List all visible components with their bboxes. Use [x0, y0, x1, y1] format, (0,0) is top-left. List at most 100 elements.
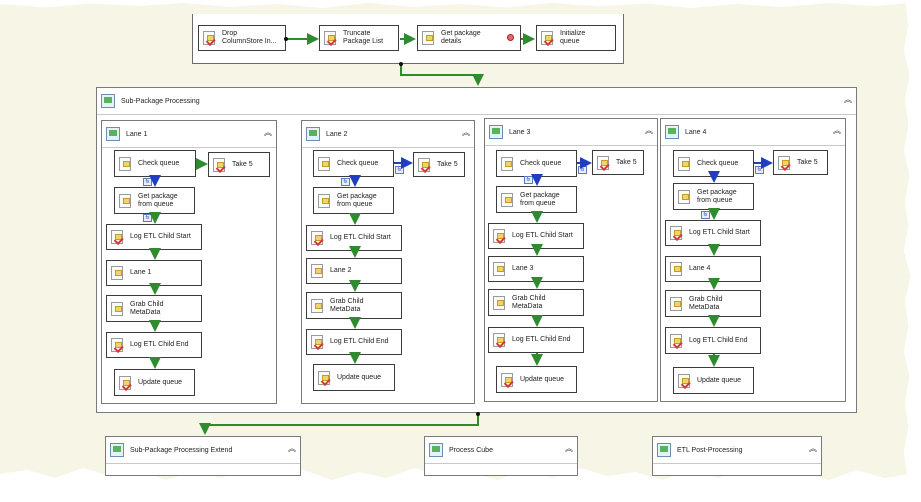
script-task-icon	[677, 189, 693, 205]
execute-package-icon	[669, 261, 685, 277]
lane-title-bar: Lane 4 ︽	[661, 119, 845, 146]
execute-package-icon	[310, 263, 326, 279]
container-title: ETL Post-Processing	[677, 446, 743, 454]
precedence-line[interactable]	[199, 414, 479, 435]
script-task-icon	[118, 193, 134, 209]
execute-sql-task-icon	[777, 155, 793, 171]
for-loop-icon	[118, 156, 134, 172]
sub-package-processing-extend-container[interactable]: Sub-Package Processing Extend ︽	[105, 436, 301, 476]
lane-title-bar: Lane 2︽	[302, 121, 474, 148]
get-package-details-task[interactable]: Get package details	[417, 25, 521, 51]
lane-title-bar: Lane 3︽	[485, 119, 657, 146]
execute-sql-task-icon	[677, 373, 693, 389]
grab-child-metadata-task[interactable]: Grab Child MetaData	[488, 289, 584, 316]
log-etl-child-end-task[interactable]: Log ETL Child End	[306, 329, 402, 355]
execute-sql-task-icon	[212, 157, 228, 173]
precedence-line[interactable]	[400, 64, 484, 86]
update-queue-task[interactable]: Update queue	[114, 369, 195, 396]
take-5-task[interactable]: Take 5	[413, 152, 465, 177]
execute-sql-task-icon	[110, 229, 126, 245]
collapse-icon[interactable]: ︽	[462, 128, 470, 137]
grab-child-metadata-task[interactable]: Grab Child MetaData	[106, 295, 202, 322]
update-queue-task[interactable]: Update queue	[313, 364, 395, 391]
collapse-icon[interactable]: ︽	[833, 126, 841, 135]
log-etl-child-start-task[interactable]: Log ETL Child Start	[106, 224, 202, 250]
container-title: Sub-Package Processing Extend	[130, 446, 233, 454]
torn-top-edge	[0, 0, 921, 8]
etl-post-processing-container[interactable]: ETL Post-Processing ︽	[652, 436, 822, 476]
execute-sql-task-icon	[110, 337, 126, 353]
execute-sql-task-icon	[202, 30, 218, 46]
script-task-icon	[310, 298, 326, 314]
execute-sql-task-icon	[317, 370, 333, 386]
execute-sql-task-icon	[492, 332, 508, 348]
execute-sql-task-icon	[310, 230, 326, 246]
take-5-task[interactable]: Take 5	[773, 150, 828, 175]
for-loop-icon	[317, 156, 333, 172]
lane-title-bar: Lane 1 ︽	[102, 121, 276, 148]
execute-sql-task-icon	[310, 334, 326, 350]
truncate-package-list-task[interactable]: Truncate Package List	[319, 25, 399, 51]
execute-sql-task-icon	[500, 372, 516, 388]
get-package-from-queue-task[interactable]: Get package from queue	[496, 186, 577, 213]
container-title: Sub-Package Processing	[121, 97, 200, 105]
update-queue-task[interactable]: Update queue	[673, 367, 754, 394]
container-title: Process Cube	[449, 446, 493, 454]
sequence-container-icon	[489, 125, 503, 139]
take-5-task[interactable]: Take 5	[208, 152, 270, 177]
top-sequence-container[interactable]: Drop ColumnStore In... Truncate Package …	[192, 14, 624, 64]
sequence-container-icon	[110, 443, 124, 457]
collapse-icon[interactable]: ︽	[264, 128, 272, 137]
take-5-task[interactable]: Take 5	[592, 150, 644, 175]
process-cube-container[interactable]: Process Cube ︽	[424, 436, 578, 476]
execute-package-icon	[492, 261, 508, 277]
script-task-icon	[500, 192, 516, 208]
sequence-container-icon	[657, 443, 671, 457]
container-title-bar: Process Cube ︽	[425, 437, 577, 464]
connector-dot	[284, 37, 288, 41]
lane-title: Lane 1	[126, 130, 148, 138]
connector-dot	[399, 62, 403, 66]
collapse-icon[interactable]: ︽	[288, 444, 296, 453]
log-etl-child-end-task[interactable]: Log ETL Child End	[488, 327, 584, 353]
lane-2-task[interactable]: Lane 2	[306, 258, 402, 284]
log-etl-child-end-task[interactable]: Log ETL Child End	[665, 327, 761, 354]
error-indicator-icon	[507, 34, 514, 41]
script-task-icon	[492, 295, 508, 311]
for-loop-icon	[677, 156, 693, 172]
collapse-icon[interactable]: ︽	[645, 126, 653, 135]
expression-icon: fx	[395, 166, 404, 174]
collapse-icon[interactable]: ︽	[565, 444, 573, 453]
container-title-bar: ETL Post-Processing ︽	[653, 437, 821, 464]
connector-dot	[476, 412, 480, 416]
get-package-from-queue-task[interactable]: Get package from queue	[114, 187, 195, 214]
lane-title: Lane 4	[685, 128, 707, 136]
execute-sql-task-icon	[669, 333, 685, 349]
execute-sql-task-icon	[417, 157, 433, 173]
for-loop-icon	[500, 156, 516, 172]
script-task-icon	[669, 296, 685, 312]
sequence-container-icon	[306, 127, 320, 141]
collapse-icon[interactable]: ︽	[844, 95, 852, 104]
execute-sql-task-icon	[540, 30, 556, 46]
initialize-queue-task[interactable]: Initialize queue	[536, 25, 616, 51]
execute-sql-task-icon	[669, 225, 685, 241]
expression-icon: fx	[755, 166, 764, 174]
execute-package-icon	[110, 265, 126, 281]
drop-columnstore-task[interactable]: Drop ColumnStore In...	[198, 25, 286, 51]
execute-sql-task-icon	[323, 30, 339, 46]
log-etl-child-end-task[interactable]: Log ETL Child End	[106, 332, 202, 358]
get-package-from-queue-task[interactable]: Get package from queue	[673, 183, 754, 210]
sequence-container-icon	[101, 94, 115, 108]
sequence-container-icon	[106, 127, 120, 141]
update-queue-task[interactable]: Update queue	[496, 366, 577, 393]
script-task-icon	[421, 30, 437, 46]
collapse-icon[interactable]: ︽	[809, 444, 817, 453]
execute-sql-task-icon	[118, 375, 134, 391]
container-title-bar: Sub-Package Processing ︽	[97, 88, 856, 115]
execute-sql-task-icon	[596, 155, 612, 171]
script-task-icon	[317, 193, 333, 209]
grab-child-metadata-task[interactable]: Grab Child MetaData	[306, 292, 402, 319]
